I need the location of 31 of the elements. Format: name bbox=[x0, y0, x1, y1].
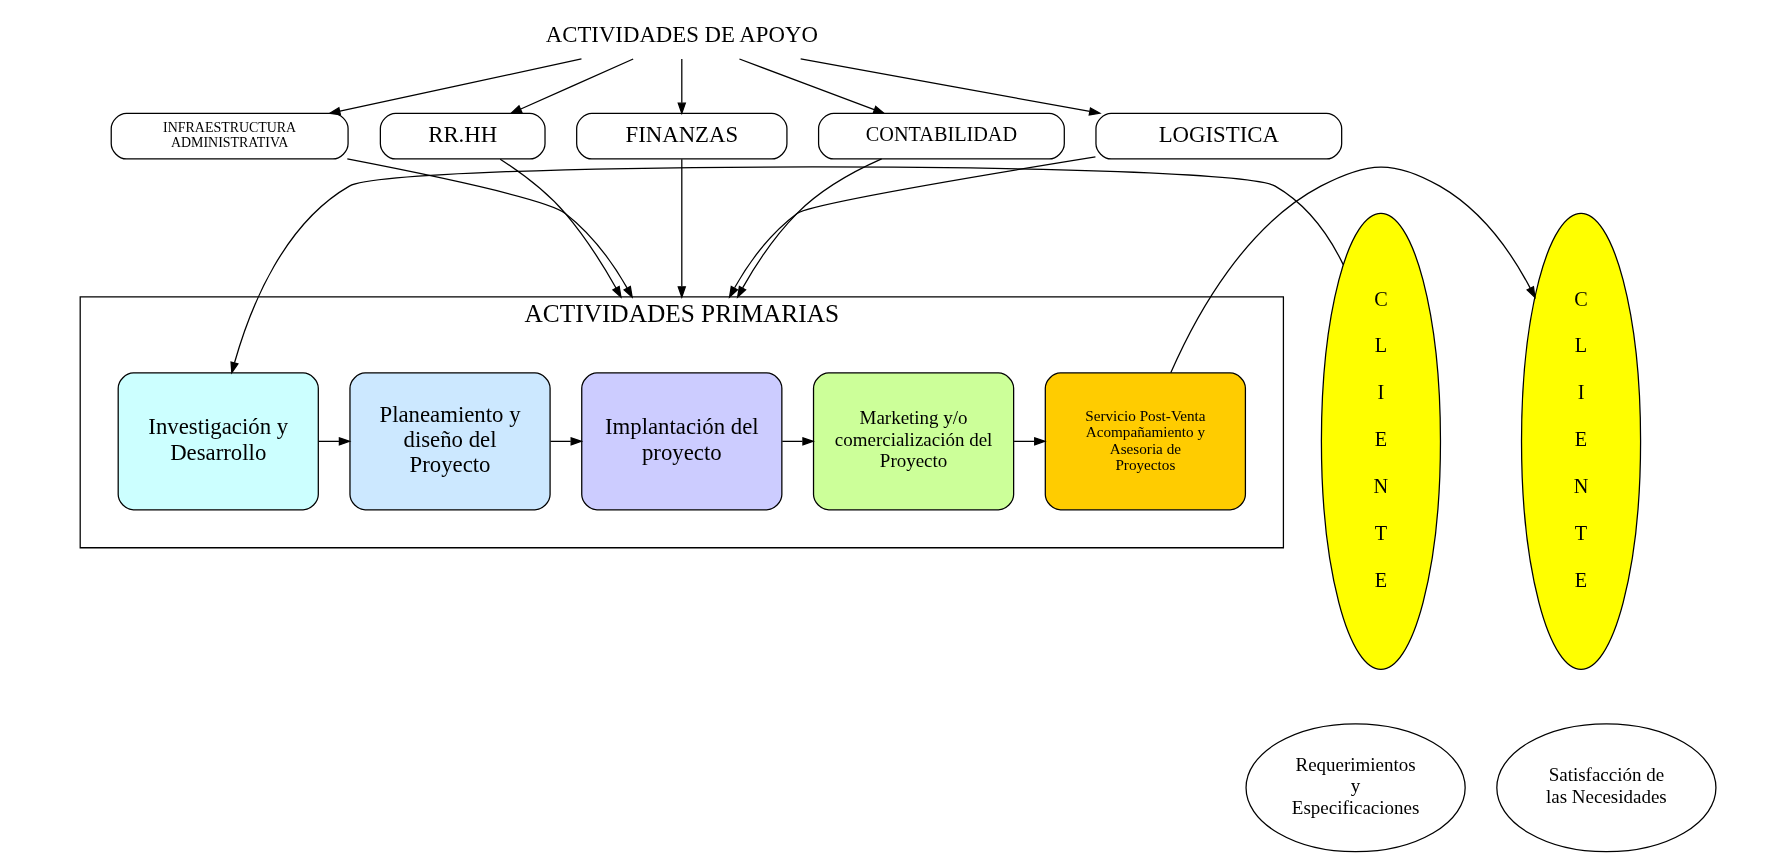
node-ellipse: C L I E N T E bbox=[1520, 212, 1642, 670]
arrow bbox=[327, 58, 583, 116]
node-box: Implantación del proyecto bbox=[581, 372, 783, 511]
arrow bbox=[499, 158, 622, 299]
node-box: Marketing y/o comercialización del Proyecto bbox=[812, 372, 1015, 511]
arrow bbox=[346, 158, 634, 299]
arrow bbox=[677, 58, 687, 116]
node-box: INFRAESTRUCTURA ADMINISTRATIVA bbox=[110, 112, 349, 160]
node-box: Investigación y Desarrollo bbox=[117, 372, 319, 511]
node-box: Planeamiento y diseño del Proyecto bbox=[349, 372, 551, 511]
node-box: FINANZAS bbox=[576, 112, 788, 160]
arrow bbox=[549, 436, 584, 446]
node-text: ACTIVIDADES DE APOYO bbox=[545, 21, 818, 47]
node-box: LOGISTICA bbox=[1095, 112, 1343, 160]
arrow bbox=[728, 156, 1097, 299]
node-box: Servicio Post-Venta Acompañamiento y Asesoria de Proyectos bbox=[1044, 372, 1247, 511]
arrow bbox=[677, 158, 687, 299]
arrow bbox=[738, 58, 886, 114]
arrow bbox=[781, 436, 815, 446]
arrow bbox=[1170, 166, 1536, 374]
arrow bbox=[736, 158, 883, 299]
node-box: CONTABILIDAD bbox=[817, 112, 1065, 160]
arrow bbox=[800, 58, 1102, 116]
node-ellipse: C L I E N T E bbox=[1320, 212, 1442, 670]
arrow bbox=[509, 58, 634, 115]
arrow bbox=[230, 166, 1344, 375]
arrow bbox=[1013, 436, 1047, 446]
node-box: RR.HH bbox=[379, 112, 546, 160]
node-ellipse: Requerimientos y Especificaciones bbox=[1245, 723, 1466, 853]
arrow bbox=[318, 436, 352, 446]
node-ellipse: Satisfacción de las Necesidades bbox=[1496, 723, 1717, 853]
